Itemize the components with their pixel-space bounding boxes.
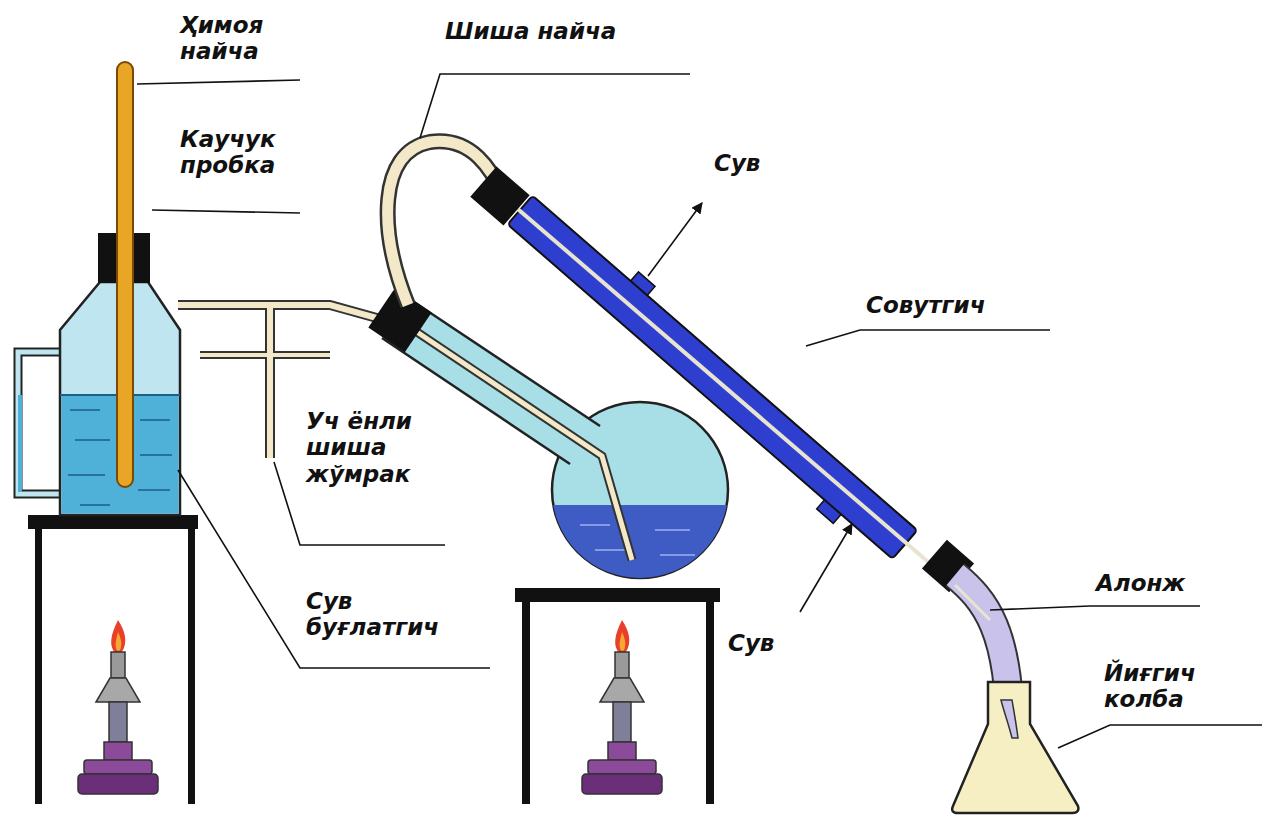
condenser xyxy=(470,166,974,592)
glass-tube xyxy=(388,141,505,305)
part-label: Алонж xyxy=(1096,570,1256,596)
part-label: Совутгич xyxy=(866,292,1066,318)
part-label: Сув буғлатгич xyxy=(306,588,486,641)
burner xyxy=(78,620,158,794)
stand xyxy=(515,588,720,804)
part-label: Сув xyxy=(714,150,794,176)
part-label: Йиғгич колба xyxy=(1104,660,1244,713)
steam-generator xyxy=(18,62,180,515)
part-label: Шиша найча xyxy=(445,18,705,44)
part-label: Сув xyxy=(728,630,808,656)
part-label: Ҳимоя найча xyxy=(180,12,310,65)
part-label: Каучук пробка xyxy=(180,126,310,179)
burner xyxy=(582,620,662,794)
part-label: Уч ёнли шиша жўмрак xyxy=(306,408,428,487)
stand xyxy=(28,515,198,804)
leader-lines xyxy=(137,74,1262,748)
